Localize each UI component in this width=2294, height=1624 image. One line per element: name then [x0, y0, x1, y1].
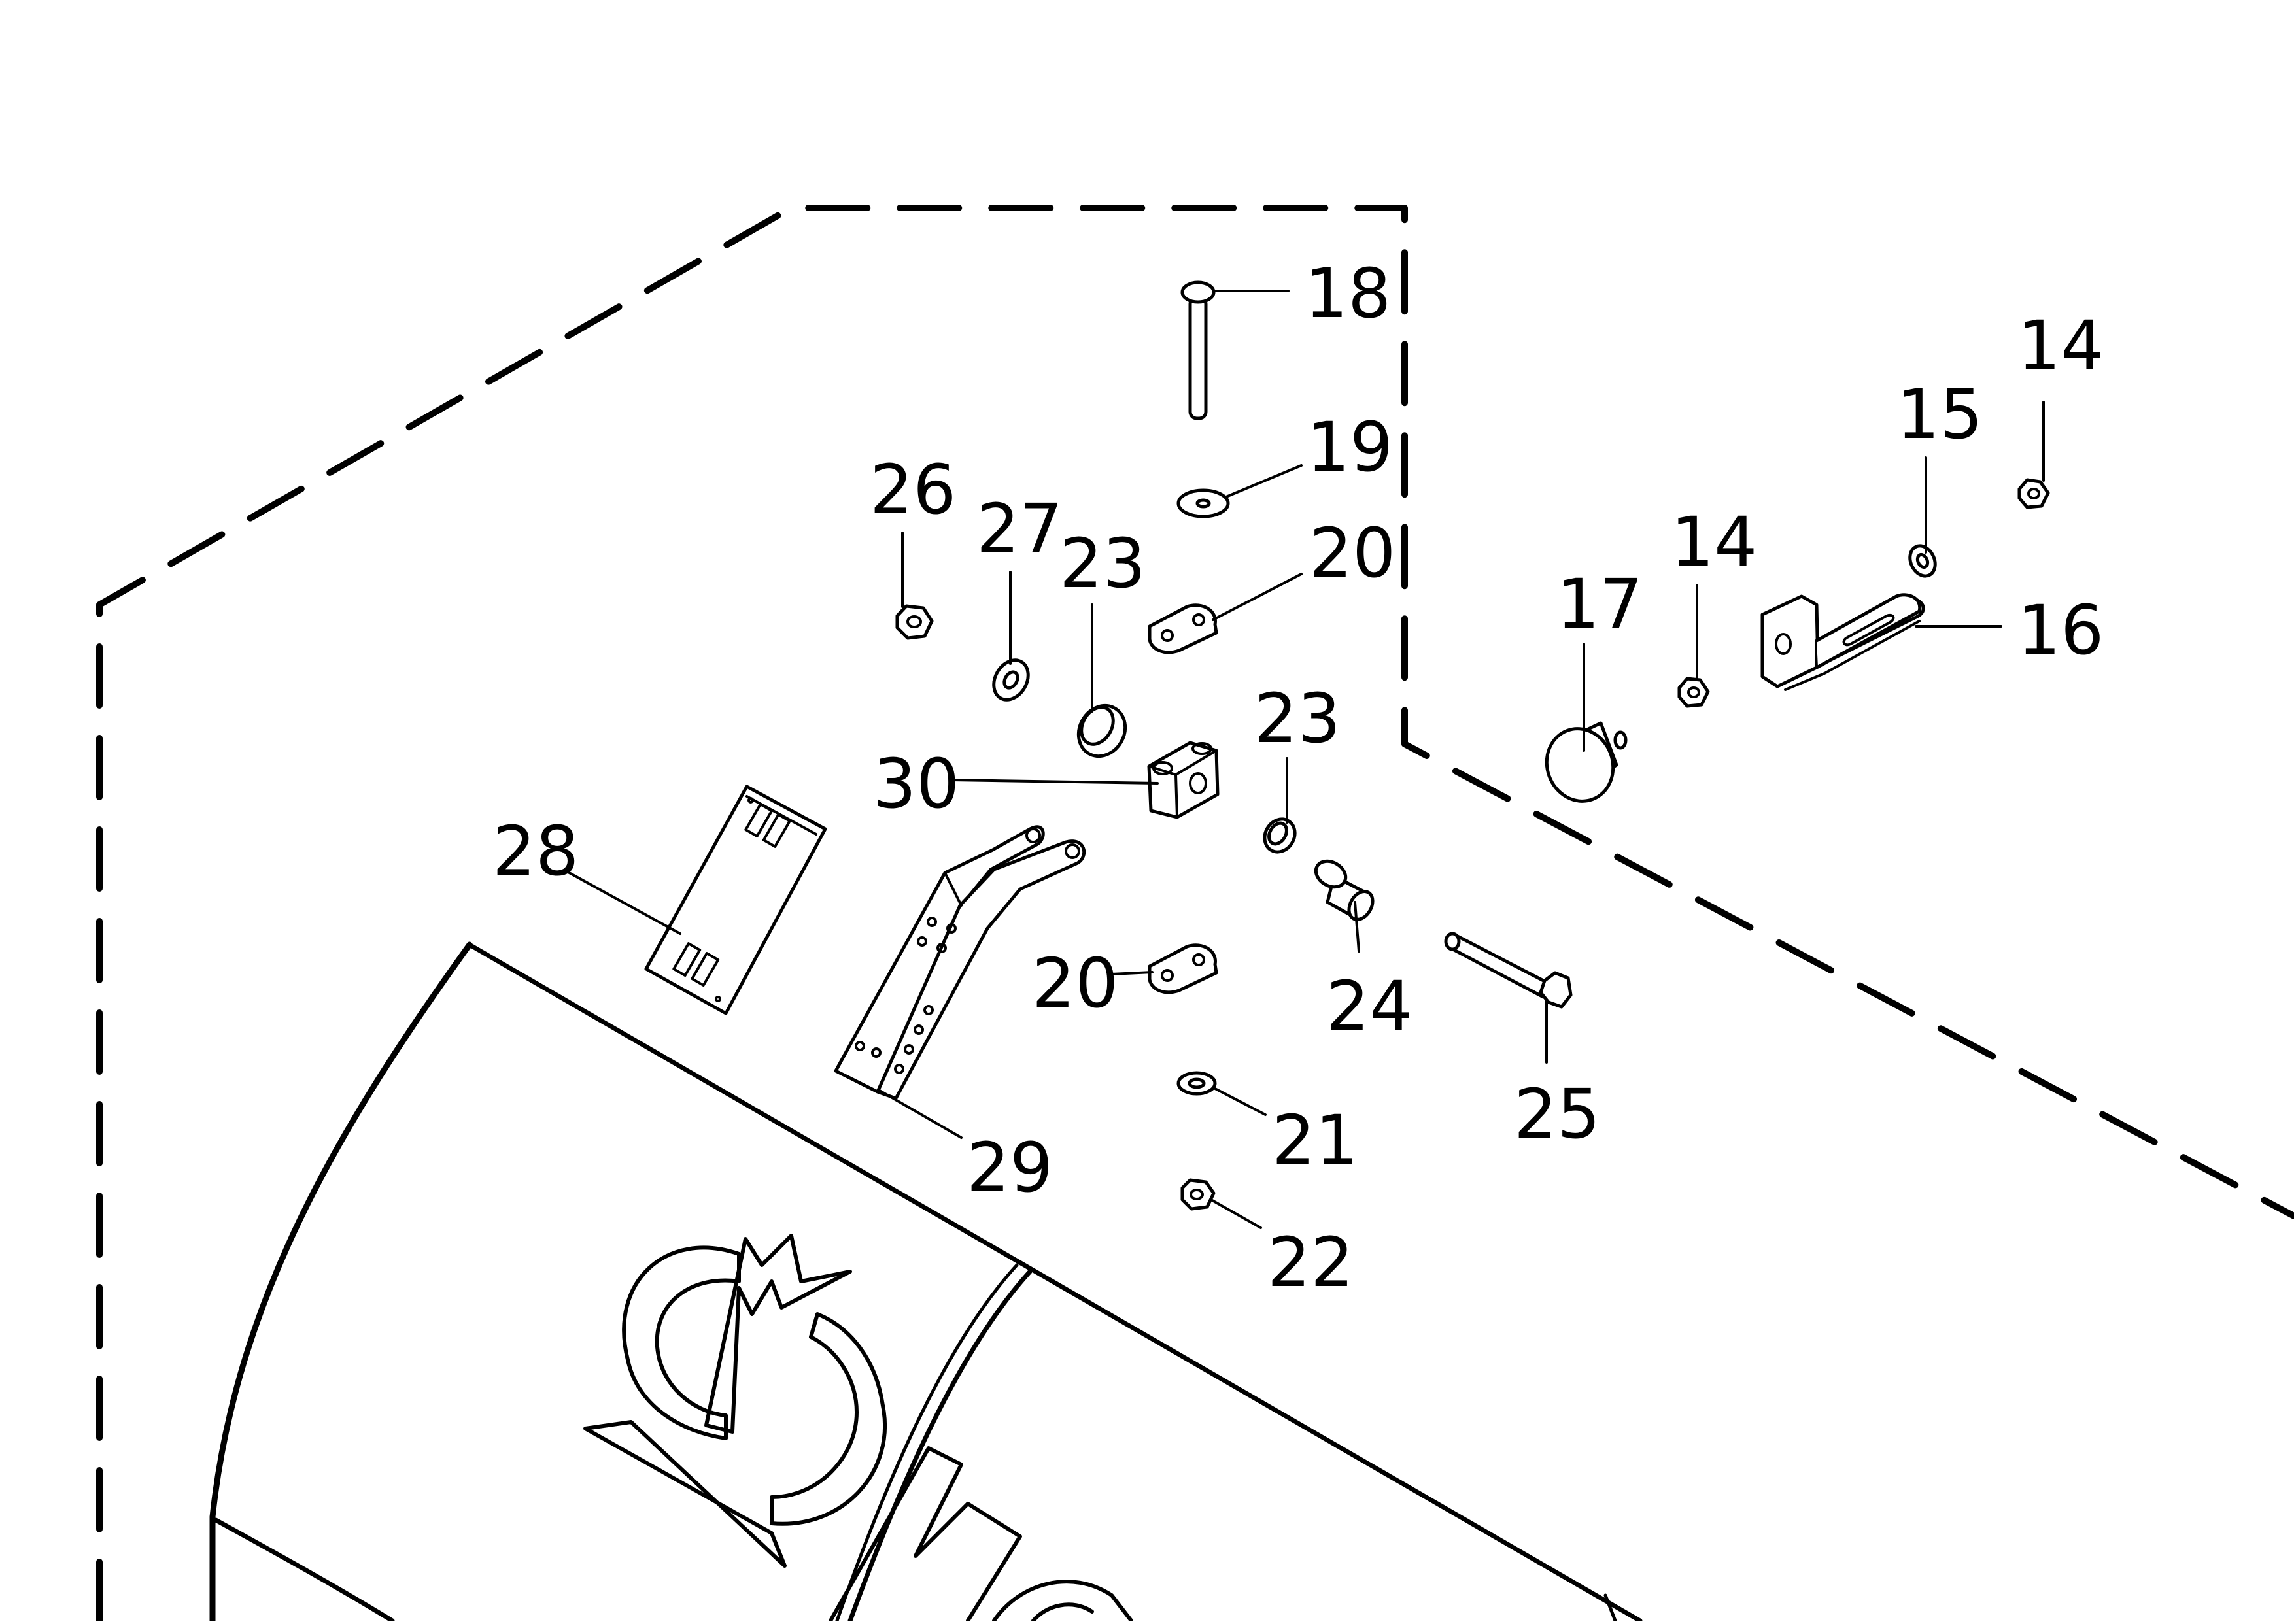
callout-22: 22 — [1267, 1223, 1354, 1302]
part-28-decal — [644, 785, 827, 1015]
part-22-nut — [1180, 1178, 1216, 1211]
callout-29: 29 — [967, 1128, 1053, 1208]
part-26-nut — [895, 604, 934, 640]
callout-24: 24 — [1326, 966, 1412, 1046]
machine-body — [209, 941, 1643, 1624]
part-19-washer — [1176, 488, 1230, 518]
callout-30: 30 — [873, 744, 959, 824]
callout-16: 16 — [2017, 590, 2104, 670]
brand-logo — [583, 1234, 1133, 1623]
part-24-bushing — [1314, 859, 1375, 921]
part-18-bolt — [1180, 280, 1216, 420]
callout-14: 14 — [1671, 502, 1757, 582]
callout-25: 25 — [1514, 1074, 1600, 1154]
part-30-block — [1147, 741, 1220, 819]
callout-28: 28 — [492, 811, 579, 891]
callout-20: 20 — [1032, 943, 1118, 1023]
callout-17: 17 — [1556, 564, 1643, 644]
part-20-plate-lower — [1148, 943, 1218, 994]
callout-19: 19 — [1307, 407, 1393, 487]
assembly-boundary — [96, 205, 2294, 1624]
part-21-washer — [1176, 1071, 1217, 1096]
part-15-washer — [1908, 544, 1937, 578]
part-23-bushing-lower — [1263, 817, 1297, 854]
callout-14: 14 — [2017, 306, 2104, 386]
callout-labels: 18 19 20 20 26 27 23 23 30 28 29 24 25 2… — [492, 254, 2104, 1302]
callout-21: 21 — [1272, 1100, 1358, 1180]
callout-23: 23 — [1254, 679, 1341, 758]
part-16-bracket — [1760, 593, 1925, 691]
part-29-support-arm — [834, 825, 1086, 1100]
part-27-washer — [992, 658, 1030, 702]
callout-26: 26 — [870, 450, 956, 530]
part-14-nut-right — [2017, 478, 2050, 509]
callout-23: 23 — [1059, 524, 1146, 603]
part-17-cap — [1545, 721, 1628, 803]
callout-27: 27 — [976, 489, 1063, 569]
callout-18: 18 — [1305, 254, 1391, 333]
part-23-bushing-upper — [1076, 703, 1127, 758]
callout-15: 15 — [1896, 375, 1983, 454]
part-25-bolt — [1444, 932, 1573, 1009]
callout-20: 20 — [1309, 513, 1395, 593]
leader-lines — [564, 290, 2045, 1229]
part-14-nut-left — [1677, 677, 1710, 708]
part-20-plate-upper — [1148, 603, 1218, 654]
